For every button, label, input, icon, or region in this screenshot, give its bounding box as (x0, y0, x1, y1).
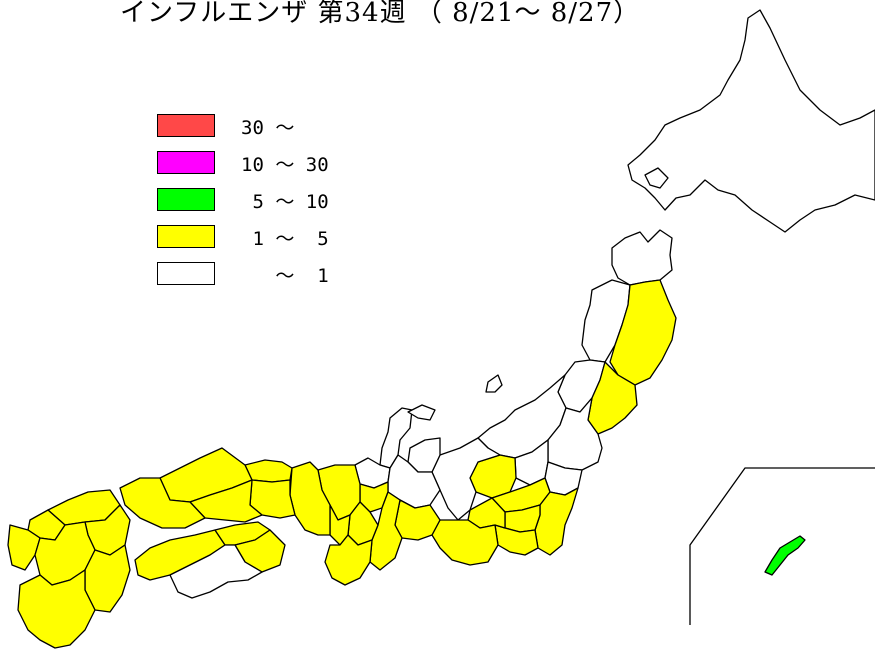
region-okinawa (764, 535, 806, 576)
region-akita (581, 279, 631, 363)
region-shizuoka (431, 519, 499, 566)
legend-label: 10 ～ 30 (241, 154, 329, 176)
legend-swatch (157, 188, 215, 211)
region-kagoshima (17, 569, 96, 649)
map-title: インフルエンザ 第34週 （ 8/21～ 8/27） (120, 0, 641, 28)
region-hokkaido (627, 9, 875, 233)
region-kochi (169, 544, 263, 599)
region-hiroshima (189, 479, 263, 523)
legend-label: 5 ～ 10 (241, 191, 329, 213)
legend-label: ～ 1 (241, 265, 329, 287)
region-kanagawa (494, 524, 539, 556)
region-noto (407, 404, 436, 421)
region-wakayama (324, 534, 373, 586)
region-nagano (431, 437, 501, 521)
legend-swatch (157, 262, 215, 285)
region-miyagi (587, 361, 638, 435)
legend-label: 1 ～ 5 (241, 228, 329, 250)
hokkaido-bay (644, 167, 669, 189)
region-miyazaki (84, 544, 131, 613)
region-aomori (611, 229, 673, 286)
legend-swatch (157, 114, 215, 137)
region-nagasaki (7, 524, 41, 571)
legend-swatch (157, 151, 215, 174)
legend-swatch (157, 225, 215, 248)
region-yamaguchi (119, 477, 206, 529)
region-sado (485, 374, 503, 393)
okinawa-inset-frame (689, 467, 875, 625)
legend-label: 30 ～ (241, 117, 295, 139)
region-iwate (609, 279, 677, 386)
